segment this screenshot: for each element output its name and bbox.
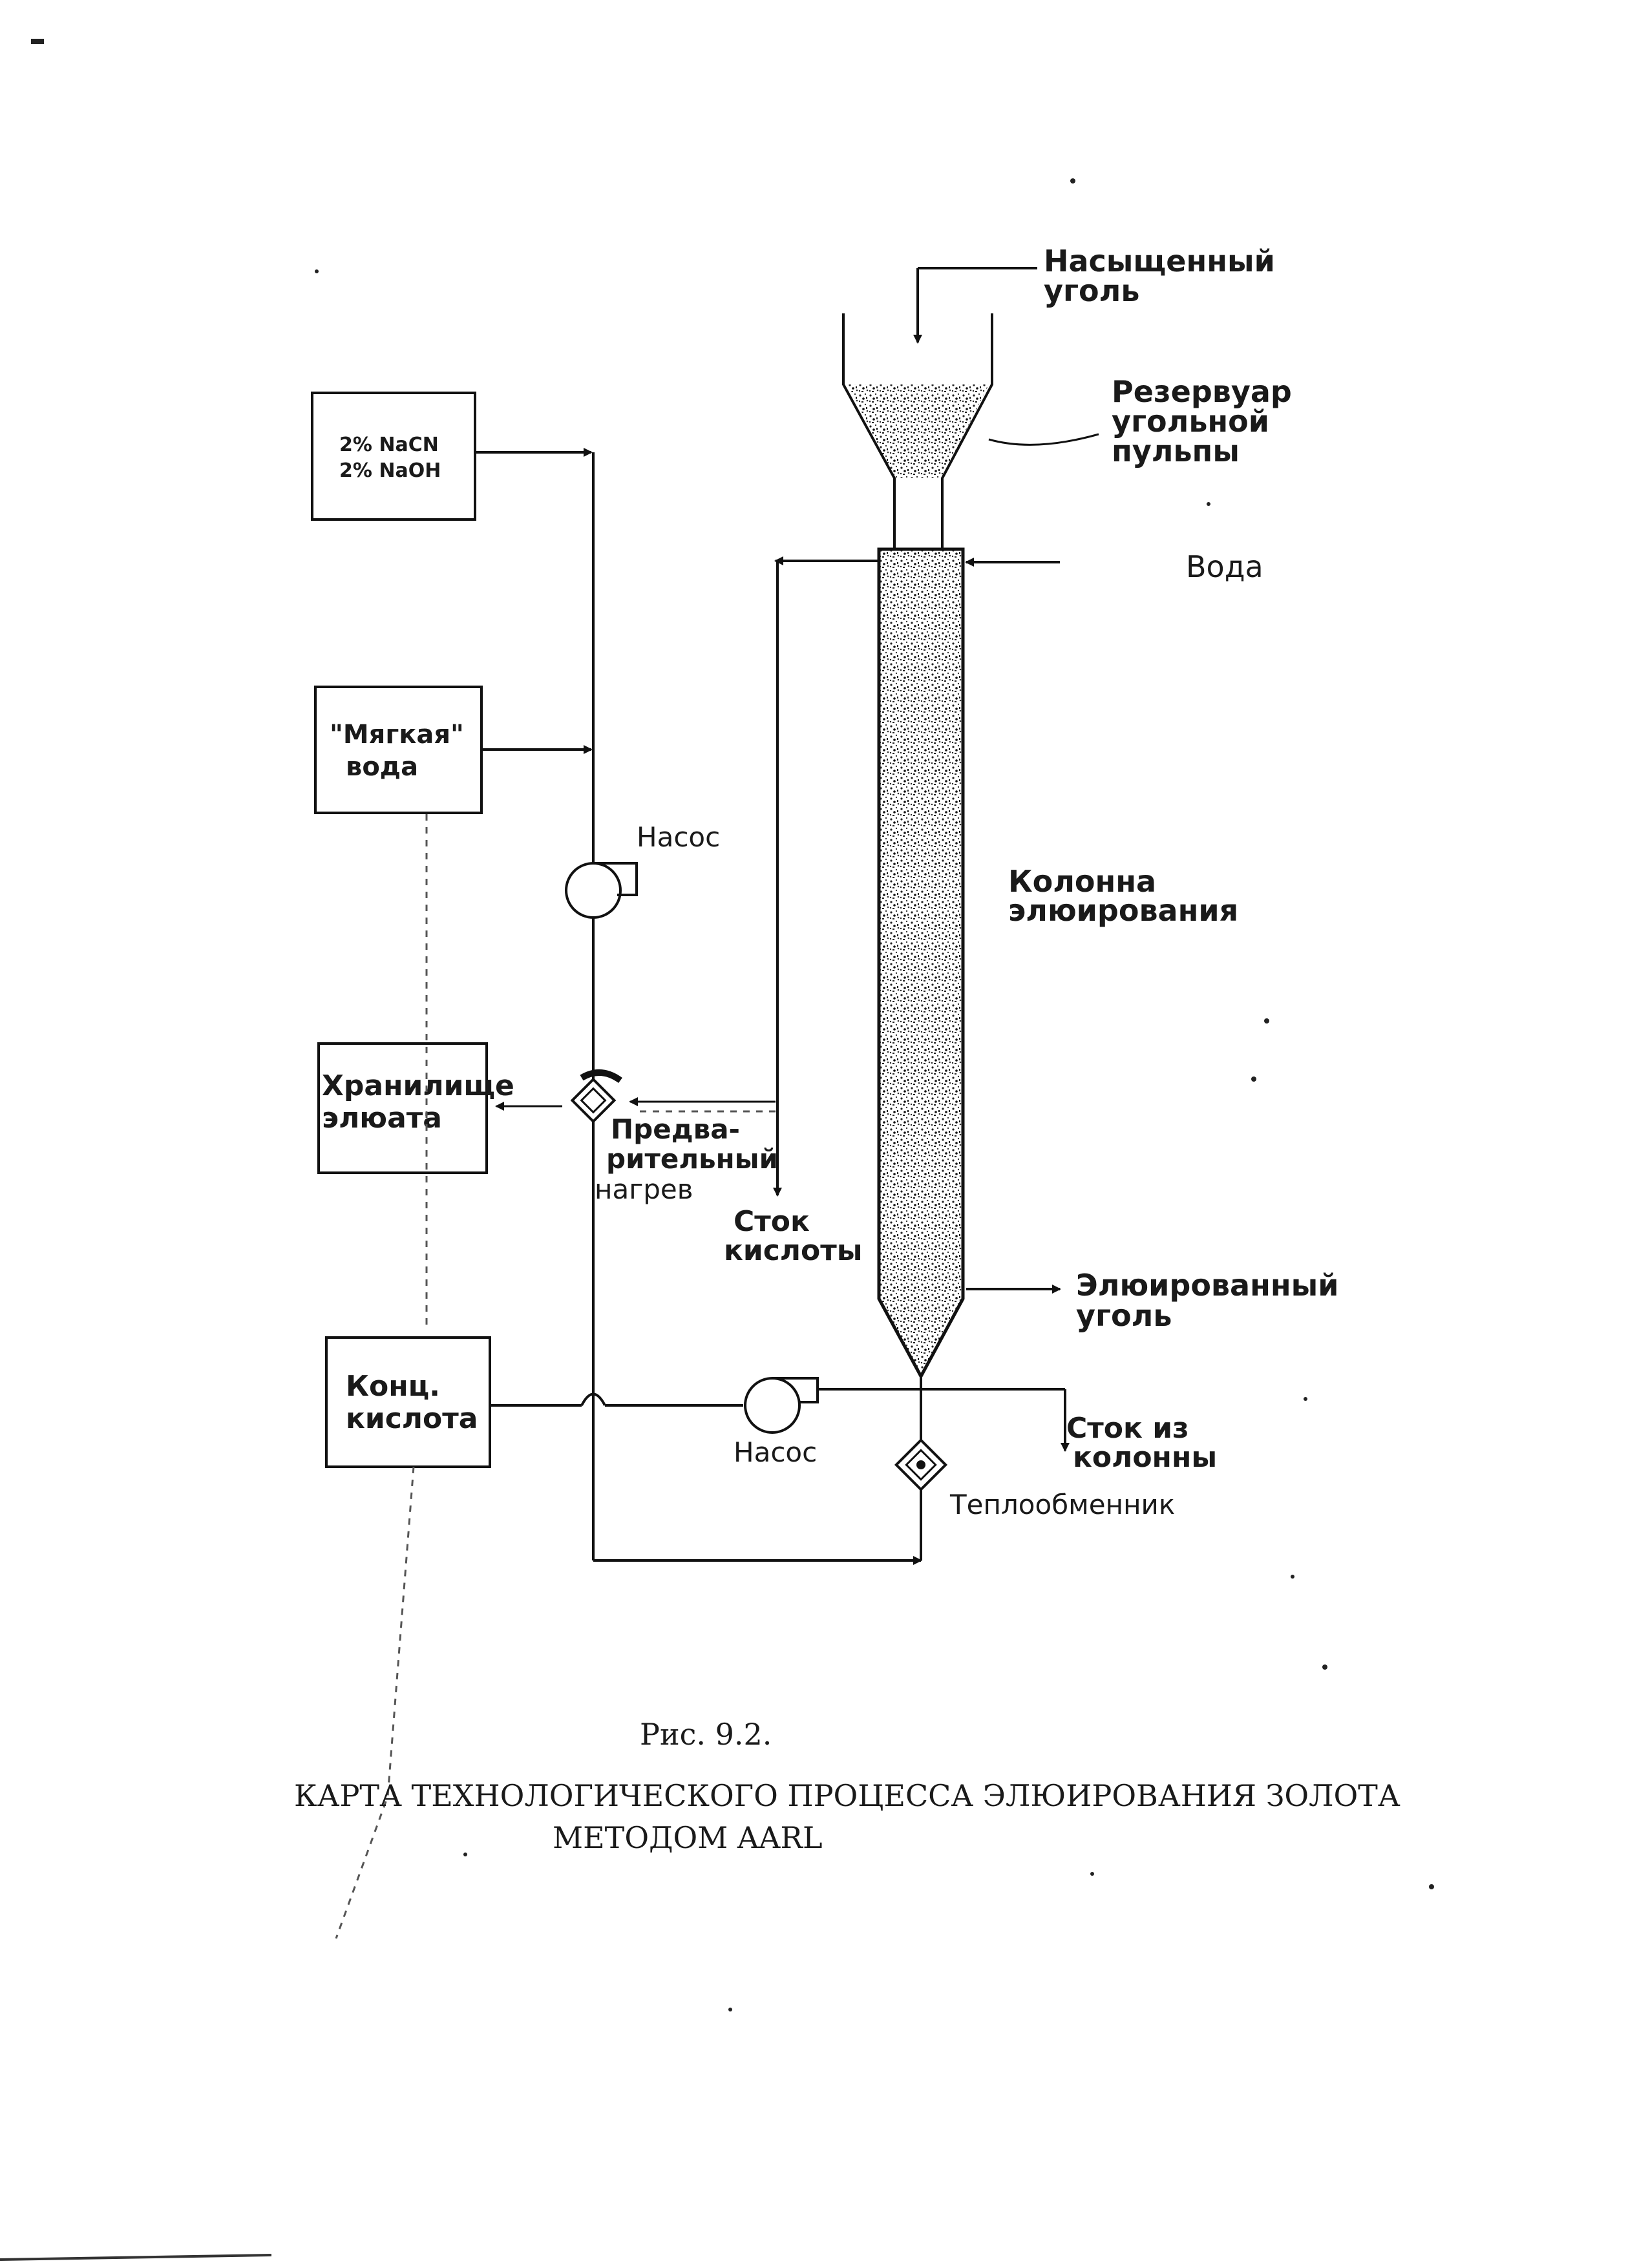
scan-edge (0, 2254, 272, 2261)
pump-lower-label: Насос (734, 1436, 817, 1468)
column-drain-line1: Сток из (1066, 1412, 1189, 1445)
eluate-storage-tank: Хранилище элюата (317, 1042, 514, 1174)
heat-exchanger-icon (570, 1069, 622, 1124)
scan-noise (31, 39, 1434, 2011)
pump-upper-label: Насос (637, 821, 720, 853)
loaded-carbon-line1: Насыщенный (1044, 244, 1275, 278)
acid-drain-line (773, 556, 879, 1197)
conc-acid-line1: Конц. (346, 1370, 440, 1403)
figure-number: Рис. 9.2. (640, 1717, 772, 1752)
pump-icon (744, 1377, 819, 1434)
pulp-reservoir-line3: пульпы (1112, 434, 1240, 468)
heat-exchanger-label: Теплообменник (949, 1489, 1175, 1520)
reagent-tank: 2% NaCN 2% NaOH (311, 392, 476, 521)
acid-drain-line1: Сток (734, 1205, 810, 1238)
eluted-carbon-line1: Элюированный (1076, 1268, 1338, 1303)
eluted-carbon-line2: уголь (1076, 1298, 1172, 1333)
column-label-line1: Колонна (1008, 864, 1156, 899)
header-pipe (475, 448, 922, 1565)
pulp-reservoir-line1: Резервуар (1112, 374, 1292, 409)
preheat-label-line2: рительный (606, 1143, 778, 1175)
figure-title-line2: МЕТОДОМ AARL (553, 1820, 823, 1855)
column-label-line2: элюирования (1008, 893, 1238, 928)
loaded-carbon-line2: уголь (1044, 273, 1139, 308)
heat-exchanger-icon (894, 1438, 948, 1492)
eluate-storage-line2: элюата (322, 1102, 442, 1135)
reservoir-leader (988, 433, 1099, 446)
reagent-tank-line2: 2% NaOH (339, 459, 441, 482)
column-drain-line2: колонны (1073, 1441, 1217, 1474)
faint-dashed-line-lower (335, 1466, 415, 1939)
soft-water-tank: "Мягкая" вода (314, 686, 483, 814)
reagent-tank-line1: 2% NaCN (339, 434, 439, 456)
preheat-label-line3: нагрев (595, 1173, 693, 1205)
elution-column (877, 547, 965, 1380)
conc-acid-line2: кислота (346, 1402, 478, 1435)
pulp-reservoir-line2: угольной (1112, 404, 1269, 439)
conc-acid-tank: Конц. кислота (325, 1336, 491, 1468)
pump-icon (565, 862, 638, 919)
soft-water-tank-line1: "Мягкая" (330, 720, 464, 750)
water-label: Вода (1186, 549, 1263, 584)
acid-feed-line (490, 1376, 1070, 1560)
eluate-storage-line1: Хранилище (322, 1069, 514, 1102)
figure-title-line1: КАРТА ТЕХНОЛОГИЧЕСКОГО ПРОЦЕССА ЭЛЮИРОВА… (294, 1778, 1400, 1813)
carbon-pulp-reservoir (842, 313, 993, 549)
acid-drain-line2: кислоты (724, 1234, 863, 1267)
soft-water-tank-line2: вода (346, 752, 418, 782)
preheat-label-line1: Предва- (611, 1113, 740, 1145)
